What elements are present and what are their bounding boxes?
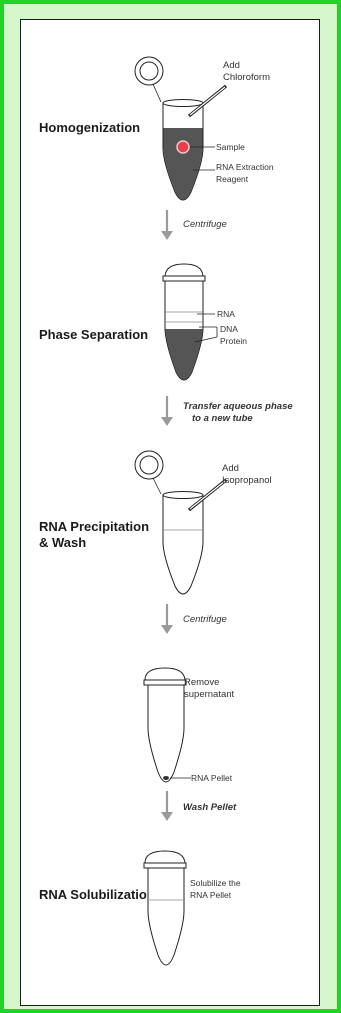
- tube-solubilization: [144, 851, 186, 965]
- action-label: Centrifuge: [183, 219, 227, 230]
- label-rna-pellet: RNA Pellet: [191, 773, 233, 783]
- rna-extraction-diagram: Homogenization Add Chloroform Sample RNA…: [21, 20, 321, 1005]
- protein-phase: [166, 329, 203, 380]
- action-transfer: Transfer aqueous phase to a new tube: [161, 396, 293, 426]
- tube-homogenization: [135, 57, 226, 200]
- tube-phase-separation: [163, 264, 205, 380]
- protocol-panel: Homogenization Add Chloroform Sample RNA…: [20, 19, 320, 1006]
- down-arrow-icon: [161, 812, 173, 821]
- down-arrow-icon: [161, 625, 173, 634]
- label-isopropanol: Isopropanol: [222, 475, 272, 486]
- label-protein: Protein: [220, 336, 247, 346]
- closed-cap-icon: [145, 668, 185, 680]
- step-phase-separation: Phase Separation RNA DNA Protein: [39, 264, 247, 380]
- step-title-phase-separation: Phase Separation: [39, 327, 148, 342]
- label-remove: Remove: [184, 677, 219, 688]
- step-title-rna-precipitation: RNA Precipitation: [39, 519, 149, 534]
- reagent-liquid: [164, 128, 203, 200]
- label-add: Add: [222, 463, 239, 474]
- action-label: Transfer aqueous phase: [183, 401, 293, 412]
- step-title-homogenization: Homogenization: [39, 120, 140, 135]
- action-centrifuge-1: Centrifuge: [161, 210, 227, 240]
- step-remove-supernatant: Remove supernatant RNA Pellet: [144, 668, 235, 783]
- down-arrow-icon: [161, 231, 173, 240]
- label-sample: Sample: [216, 142, 245, 152]
- step-title-wash: & Wash: [39, 535, 86, 550]
- down-arrow-icon: [161, 417, 173, 426]
- label-add: Add: [223, 60, 240, 71]
- rna-pellet: [163, 776, 169, 780]
- label-rna-pellet-2: RNA Pellet: [190, 890, 232, 900]
- action-label: Wash Pellet: [183, 802, 237, 813]
- closed-cap-icon: [145, 851, 185, 863]
- label-chloroform: Chloroform: [223, 72, 270, 83]
- label-rna: RNA: [217, 309, 235, 319]
- action-wash-pellet: Wash Pellet: [161, 791, 237, 821]
- action-centrifuge-2: Centrifuge: [161, 604, 227, 634]
- action-label: Centrifuge: [183, 614, 227, 625]
- label-reagent: Reagent: [216, 174, 249, 184]
- step-rna-precipitation: RNA Precipitation & Wash Add Isopropanol: [39, 451, 272, 594]
- step-rna-solubilization: RNA Solubilization Solubilize the RNA Pe…: [39, 851, 241, 965]
- sample-dot: [177, 141, 189, 153]
- label-rna-extraction: RNA Extraction: [216, 162, 274, 172]
- label-supernatant: supernatant: [184, 689, 235, 700]
- step-homogenization: Homogenization Add Chloroform Sample RNA…: [39, 57, 274, 200]
- label-solubilize: Solubilize the: [190, 878, 241, 888]
- closed-cap-icon: [165, 264, 203, 276]
- step-title-rna-solubilization: RNA Solubilization: [39, 887, 155, 902]
- label-dna: DNA: [220, 324, 238, 334]
- action-label: to a new tube: [192, 413, 253, 424]
- tube-pellet: [144, 668, 186, 782]
